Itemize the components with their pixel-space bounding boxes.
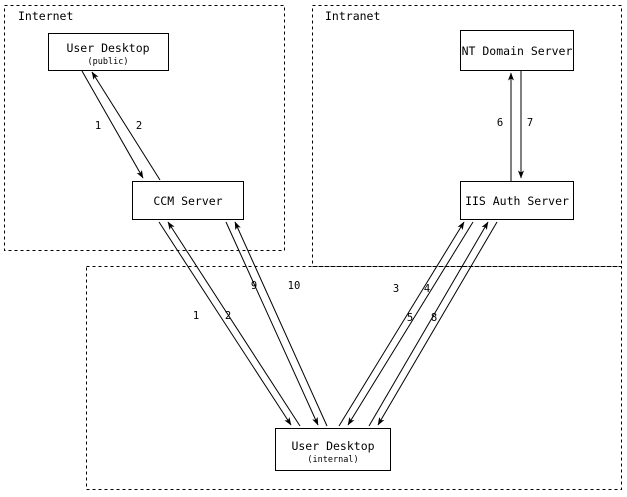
node-iis-auth-server[interactable]: IIS Auth Server xyxy=(459,180,575,221)
node-user-desktop-public-box[interactable] xyxy=(47,32,170,72)
node-user-desktop-public-title: User Desktop xyxy=(66,41,149,55)
zone-internet-label: Internet xyxy=(18,9,73,23)
zone-intranet-border xyxy=(312,5,622,267)
node-ccm-server-box[interactable] xyxy=(131,180,245,221)
zone-internet-border xyxy=(4,5,285,251)
node-user-desktop-public-subtitle: (public) xyxy=(88,57,129,67)
flow-line-9-ccm-to-internal xyxy=(225,221,319,426)
flow-line-4-internal-to-iis xyxy=(338,221,465,427)
node-ccm-server-title: CCM Server xyxy=(153,194,222,208)
flow-line-1-public-to-ccm xyxy=(81,70,144,179)
flow-line-5-iis-to-internal xyxy=(377,221,498,426)
flow-line-3-iis-to-internal xyxy=(347,221,474,426)
step-label-6: 6 xyxy=(497,117,503,129)
node-nt-domain-server[interactable]: NT Domain Server xyxy=(459,29,575,72)
node-user-desktop-public[interactable]: User Desktop (public) xyxy=(47,32,170,72)
step-label-2-internal: 2 xyxy=(225,310,231,322)
step-label-10: 10 xyxy=(288,280,301,292)
step-label-5: 5 xyxy=(407,312,413,324)
node-user-desktop-internal-subtitle: (internal) xyxy=(307,455,358,465)
node-user-desktop-internal-box[interactable] xyxy=(274,427,392,472)
step-label-4: 4 xyxy=(424,283,430,295)
step-label-1-internal: 1 xyxy=(193,310,199,322)
node-nt-domain-server-box[interactable] xyxy=(459,29,575,72)
step-label-2-public: 2 xyxy=(136,120,142,132)
zone-internal-group xyxy=(86,266,622,490)
node-iis-auth-server-box[interactable] xyxy=(459,180,575,221)
flow-line-10-internal-to-ccm xyxy=(234,221,328,427)
flow-line-2-internal-to-ccm xyxy=(167,221,301,427)
zone-intranet-label: Intranet xyxy=(325,9,380,23)
step-label-3: 3 xyxy=(393,283,399,295)
flow-line-2-ccm-to-public xyxy=(91,71,161,181)
step-label-9: 9 xyxy=(251,280,257,292)
step-label-1-public: 1 xyxy=(95,120,101,132)
node-iis-auth-server-title: IIS Auth Server xyxy=(465,194,569,208)
node-ccm-server[interactable]: CCM Server xyxy=(131,180,245,221)
flow-line-8-internal-to-iis xyxy=(368,221,489,427)
node-nt-domain-server-title: NT Domain Server xyxy=(462,44,573,58)
step-label-8: 8 xyxy=(431,312,437,324)
zone-internal-border xyxy=(86,266,622,490)
step-label-7: 7 xyxy=(527,117,533,129)
zone-internet-group: Internet xyxy=(4,5,285,251)
zone-intranet-group: Intranet xyxy=(312,5,622,267)
node-user-desktop-internal-title: User Desktop xyxy=(291,439,374,453)
flow-line-1-ccm-to-internal xyxy=(158,221,292,426)
node-user-desktop-internal[interactable]: User Desktop (internal) xyxy=(274,427,392,472)
